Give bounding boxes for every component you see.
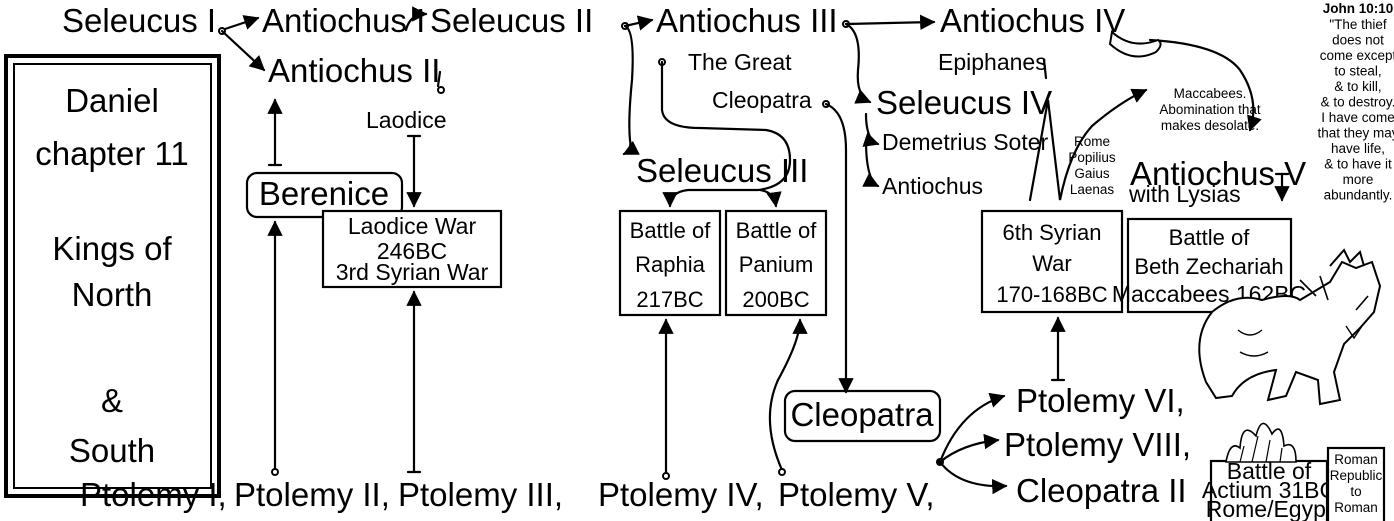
roman-republic-line-4: Roman: [1334, 500, 1378, 515]
scripture-line: abundantly.: [1324, 188, 1393, 203]
antiochus-3-label: Antiochus III: [656, 2, 838, 39]
scripture-line: more: [1343, 172, 1374, 187]
maccabees-line-2: Abomination that: [1159, 102, 1261, 117]
antiochus-5-note: with Lysias: [1128, 181, 1241, 207]
scripture-line: & to kill,: [1334, 79, 1381, 94]
laodice-war-box: Laodice War 246BC 3rd Syrian War: [323, 211, 501, 287]
laodice-war-line-3: 3rd Syrian War: [336, 259, 489, 285]
scripture-line: & to have it: [1324, 157, 1392, 172]
antiochus-label: Antiochus: [882, 173, 983, 199]
cleopatra-2-label: Cleopatra II: [1016, 472, 1187, 509]
seleucus-1-label: Seleucus I: [62, 2, 216, 39]
ptolemy-6-label: Ptolemy VI,: [1016, 382, 1185, 419]
ptolemy-2-label: Ptolemy II,: [234, 476, 390, 513]
antiochus-4-epithet: Epiphanes: [938, 49, 1047, 75]
rome-line-4: Laenas: [1070, 182, 1115, 197]
syrian-6-line-2: War: [1032, 251, 1072, 276]
seleucus-4-label: Seleucus IV: [876, 84, 1052, 121]
demetrius-label: Demetrius Soter: [882, 129, 1049, 155]
scripture-line: come except: [1320, 48, 1394, 63]
syrian-6-box: 6th Syrian War 170-168BC: [982, 211, 1122, 312]
title-line-2: chapter 11: [35, 135, 189, 172]
serpent-icon: [1110, 32, 1161, 57]
antiochus-4-label: Antiochus IV: [940, 2, 1125, 39]
fire-icon: [1226, 423, 1296, 462]
antiochus-1-label: Antiochus I: [262, 2, 425, 39]
title-box: Daniel chapter 11 Kings of North & South: [6, 56, 219, 496]
berenice-label: Berenice: [259, 175, 389, 212]
maccabees-line-3: makes desolate.: [1161, 118, 1259, 133]
scripture-line: does not: [1332, 33, 1384, 48]
title-line-4: North: [72, 276, 153, 313]
beth-zechariah-line-1: Battle of: [1169, 225, 1251, 250]
ptolemy-5-label: Ptolemy V,: [778, 476, 935, 513]
raphia-box: Battle of Raphia 217BC: [620, 211, 720, 315]
panium-line-1: Battle of: [736, 218, 818, 243]
roman-republic-line-2: Republic: [1330, 468, 1383, 483]
ptolemy-1-label: Ptolemy I,: [80, 476, 227, 513]
ptolemy-3-label: Ptolemy III,: [398, 476, 563, 513]
title-line-6: South: [69, 432, 155, 469]
rome-note: Rome Popilius Gaius Laenas: [1068, 134, 1116, 197]
antiochus-2-label: Antiochus II: [268, 52, 440, 89]
raphia-line-3: 217BC: [636, 287, 703, 312]
beth-zechariah-line-2: Beth Zechariah: [1134, 254, 1283, 279]
title-line-3: Kings of: [52, 230, 172, 267]
raphia-line-2: Raphia: [635, 252, 705, 277]
roman-republic-box: Roman Republic to Roman: [1328, 448, 1384, 521]
roman-republic-line-3: to: [1350, 484, 1361, 499]
cleopatra-daughter-label: Cleopatra: [712, 87, 812, 113]
title-line-1: Daniel: [65, 82, 159, 119]
laodice-war-line-1: Laodice War: [348, 213, 477, 239]
actium-line-3: Rome/Egypt: [1206, 496, 1333, 521]
scripture-line: that they may: [1317, 126, 1394, 141]
title-line-5: &: [101, 382, 123, 419]
panium-line-3: 200BC: [742, 287, 809, 312]
ptolemy-4-label: Ptolemy IV,: [598, 476, 764, 513]
panium-box: Battle of Panium 200BC: [726, 211, 826, 315]
roman-republic-line-1: Roman: [1334, 452, 1378, 467]
maccabees-note: Maccabees. Abomination that makes desola…: [1159, 86, 1261, 133]
scripture-line: I have come: [1321, 110, 1394, 125]
antiochus-3-epithet: The Great: [688, 49, 792, 75]
laodice-label: Laodice: [366, 107, 447, 133]
cleopatra-label: Cleopatra: [790, 396, 934, 433]
syrian-6-line-3: 170-168BC: [996, 282, 1107, 307]
scripture-line: & to destroy.: [1321, 95, 1394, 110]
syrian-6-line-1: 6th Syrian: [1002, 220, 1101, 245]
scripture-line: have life,: [1331, 141, 1385, 156]
raphia-line-1: Battle of: [630, 218, 712, 243]
scripture-line: to steal,: [1334, 64, 1381, 79]
ptolemy-8-label: Ptolemy VIII,: [1004, 426, 1191, 463]
panium-line-2: Panium: [739, 252, 814, 277]
cleopatra-badge: Cleopatra: [785, 391, 940, 441]
seleucus-2-label: Seleucus II: [430, 2, 593, 39]
maccabees-line-1: Maccabees.: [1174, 86, 1247, 101]
scripture-ref: John 10:10: [1323, 1, 1394, 16]
seleucus-3-label: Seleucus III: [636, 152, 808, 189]
actium-box: Battle of Actium 31BC Rome/Egypt: [1202, 458, 1336, 521]
rome-line-3: Gaius: [1074, 166, 1110, 181]
scripture-line: "The thief: [1329, 17, 1387, 32]
